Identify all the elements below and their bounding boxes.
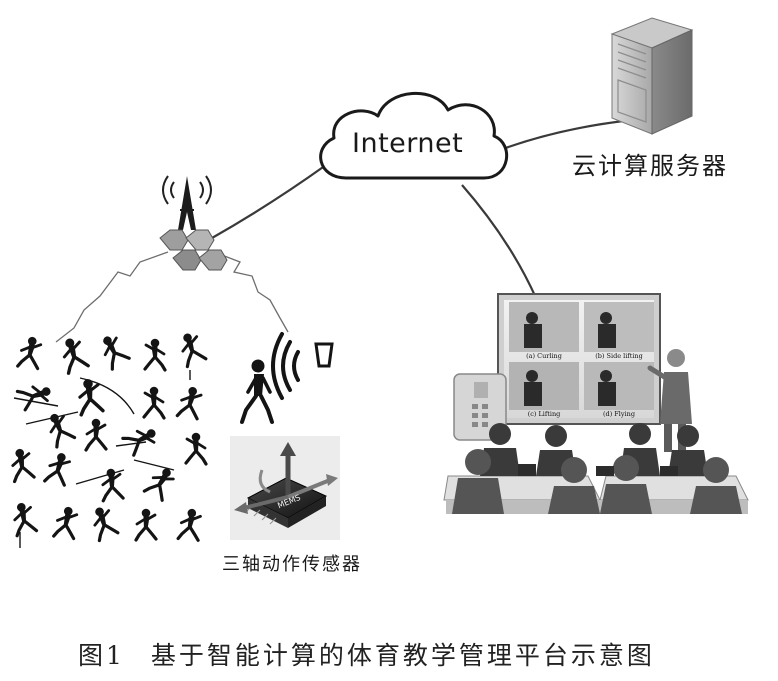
figure-caption: 图1 基于智能计算的体育教学管理平台示意图 [78, 636, 655, 672]
base-station-tower-icon [159, 175, 228, 271]
slide-caption: (d) Flying [603, 410, 635, 418]
athlete-figure [52, 504, 81, 542]
athlete-figure [9, 499, 39, 538]
athlete-figure [87, 503, 120, 543]
athlete-figure [7, 446, 36, 484]
athlete-figure [56, 334, 91, 375]
connection-lines [211, 118, 633, 299]
slide-caption: (c) Lifting [528, 410, 561, 418]
classroom-scene: (a) Curling (b) Side lifting (c) Lifting… [443, 293, 749, 514]
cloud-server-label: 云计算服务器 [572, 152, 728, 180]
internet-to-classroom-line [461, 184, 538, 299]
cloud-server-icon [610, 17, 694, 135]
athlete-figure [142, 385, 166, 420]
slide-caption: (b) Side lifting [595, 352, 643, 360]
athlete-figure [134, 507, 158, 542]
wireless-links [55, 251, 289, 343]
internet-cloud-icon [319, 91, 509, 180]
mems-sensor-icon: MEMS [230, 436, 340, 540]
internet-to-server-line [499, 118, 633, 152]
athletes-group [7, 329, 208, 548]
students-group [452, 423, 742, 514]
sensor-label: 三轴动作传感器 [222, 554, 362, 575]
figure-title: 基于智能计算的体育教学管理平台示意图 [150, 641, 655, 670]
wireless-link-athletes [55, 251, 169, 343]
athlete-figure [175, 383, 205, 422]
athlete-figure [175, 329, 208, 369]
athlete-figure [121, 421, 162, 458]
javelins [13, 370, 191, 548]
slide-panels: (a) Curling (b) Side lifting (c) Lifting… [509, 302, 654, 418]
athlete-figure [84, 417, 108, 452]
athlete-figure [15, 379, 55, 412]
athlete-figure [95, 330, 132, 371]
athlete-figure [43, 449, 74, 488]
athlete-figure [143, 337, 167, 372]
athlete-figure [176, 506, 204, 543]
slide-caption: (a) Curling [526, 352, 562, 360]
figure-number: 图1 [78, 641, 125, 670]
internet-label: Internet [352, 128, 464, 159]
remote-device-icon [453, 373, 507, 441]
athlete-figure [16, 334, 45, 372]
athlete-figure [184, 431, 208, 466]
signal-waves-icon [271, 332, 334, 400]
walking-person-icon [240, 359, 274, 424]
wireless-link-sensor [213, 251, 289, 333]
tower-to-internet-line [211, 164, 327, 239]
